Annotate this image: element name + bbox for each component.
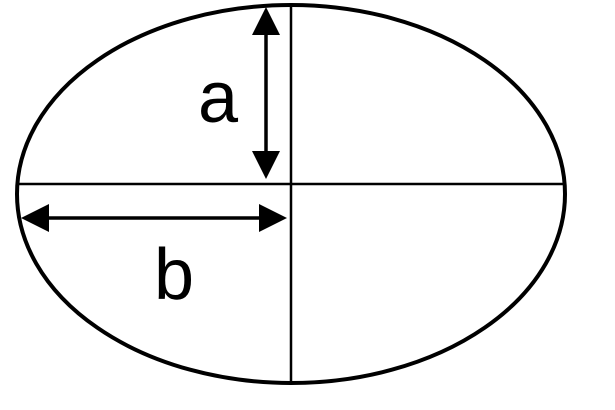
label-a: a — [198, 58, 239, 138]
label-b: b — [154, 235, 194, 315]
